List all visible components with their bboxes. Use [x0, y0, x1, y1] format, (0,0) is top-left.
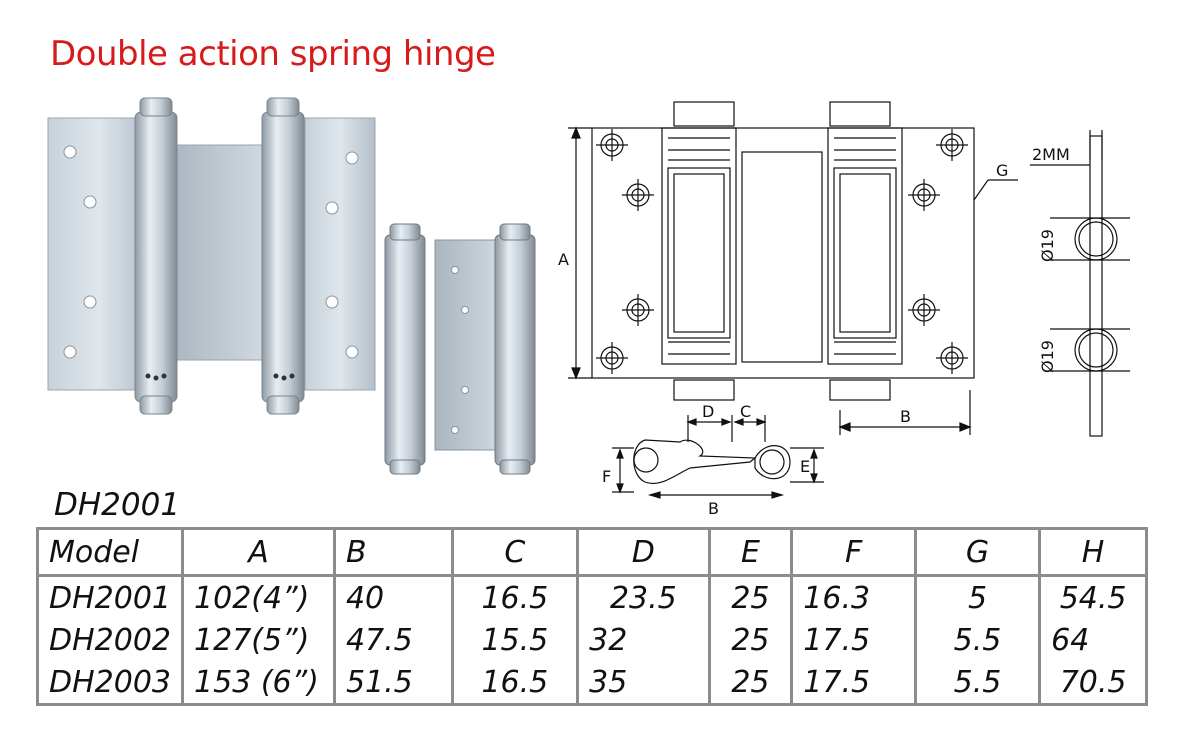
header-a: A: [181, 528, 335, 576]
cell-g: 5: [913, 575, 1040, 619]
header-f: F: [790, 528, 916, 576]
model-caption: DH2001: [54, 487, 181, 523]
thickness-label: 2MM: [1032, 145, 1070, 164]
dim-b-top-label: B: [900, 407, 911, 426]
cell-h: 64: [1038, 619, 1147, 661]
cell-model: DH2002: [49, 622, 172, 658]
cell-h: 54.5: [1038, 575, 1147, 619]
cell-h: 70.5: [1038, 661, 1147, 705]
cell-b: 40: [332, 575, 453, 619]
dim-e-label: E: [800, 457, 810, 476]
cell-model: DH2001: [49, 580, 172, 616]
cell-a: 153 (6”): [181, 661, 335, 705]
cell-f: 17.5: [790, 619, 916, 661]
cell-f: 16.3: [790, 575, 916, 619]
cell-d: 23.5: [576, 575, 710, 619]
cell-g: 5.5: [913, 661, 1040, 705]
hinge-outline: [591, 101, 975, 401]
cell-a: 127(5”): [181, 619, 335, 661]
dim-d-label: D: [702, 402, 714, 421]
header-h: H: [1038, 528, 1147, 576]
dia-top-label: Ø19: [1038, 229, 1057, 262]
header-d: D: [576, 528, 710, 576]
cell-e: 25: [707, 575, 792, 619]
dia-bottom-label: Ø19: [1038, 340, 1057, 373]
cell-c: 15.5: [450, 619, 578, 661]
large-hinge: [47, 97, 376, 415]
dim-g-label: G: [996, 161, 1008, 180]
header-e: E: [707, 528, 792, 576]
cell-d: 32: [576, 619, 710, 661]
cell-b: 47.5: [332, 619, 453, 661]
spring-profile: [633, 439, 791, 485]
cell-a: 102(4”): [181, 575, 335, 619]
header-c: C: [450, 528, 578, 576]
technical-drawing: A B G 2MM Ø19 Ø19 D C F E B: [558, 101, 1130, 518]
dim-b-bottom-label: B: [708, 499, 719, 518]
hinge-product-photo: [47, 97, 536, 475]
table-header-row: Model A B C D E F G H: [37, 528, 1147, 576]
cell-c: 16.5: [450, 661, 578, 705]
cell-g: 5.5: [913, 619, 1040, 661]
table-row: DH2003 153 (6”) 51.5 16.5 35 25 17.5 5.5…: [38, 661, 1147, 705]
side-profile: [1030, 130, 1130, 437]
spec-table: Model A B C D E F G H DH2001 102(4”) 40 …: [36, 527, 1148, 706]
page-title: Double action spring hinge: [50, 34, 496, 74]
cell-e: 25: [707, 661, 792, 705]
header-model: Model: [49, 534, 140, 570]
dim-f-label: F: [602, 467, 611, 486]
dim-a-label: A: [558, 250, 569, 269]
table-row: DH2001 102(4”) 40 16.5 23.5 25 16.3 5 54…: [38, 575, 1147, 619]
cell-c: 16.5: [450, 575, 578, 619]
cell-model: DH2003: [49, 664, 172, 700]
header-b: B: [332, 528, 453, 576]
cell-e: 25: [707, 619, 792, 661]
small-hinge: [384, 223, 536, 475]
table-row: DH2002 127(5”) 47.5 15.5 32 25 17.5 5.5 …: [38, 619, 1147, 661]
dim-c-label: C: [740, 402, 751, 421]
cell-b: 51.5: [332, 661, 453, 705]
header-g: G: [913, 528, 1040, 576]
cell-f: 17.5: [790, 661, 916, 705]
screw-holes: [596, 129, 968, 374]
cell-d: 35: [576, 661, 710, 705]
